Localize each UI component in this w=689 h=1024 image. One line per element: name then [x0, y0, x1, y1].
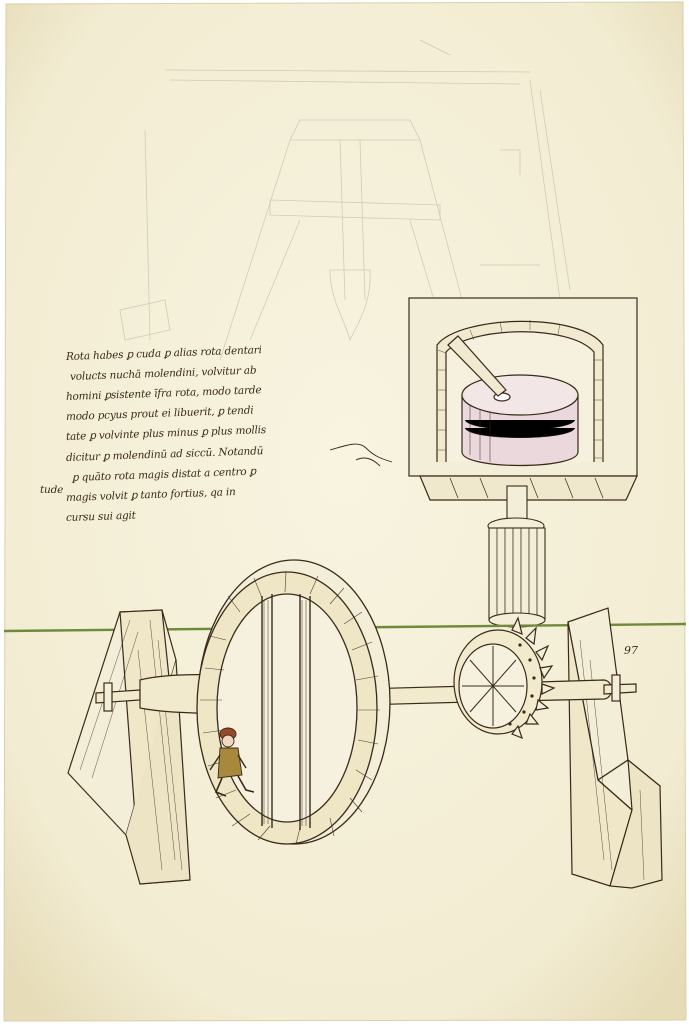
lantern-pinion — [487, 485, 546, 628]
text-line-9: cursu sui agit — [65, 509, 136, 524]
upper-millstone — [447, 335, 579, 467]
folio-number: 97 — [624, 644, 638, 657]
right-support-post — [567, 607, 663, 889]
margin-note: tude — [40, 484, 64, 496]
treadwheel-walker-figure — [209, 727, 255, 797]
crown-gear — [453, 616, 556, 740]
annotation-flourish — [329, 443, 393, 467]
treadwheel — [196, 559, 391, 845]
left-support-post — [67, 609, 191, 885]
